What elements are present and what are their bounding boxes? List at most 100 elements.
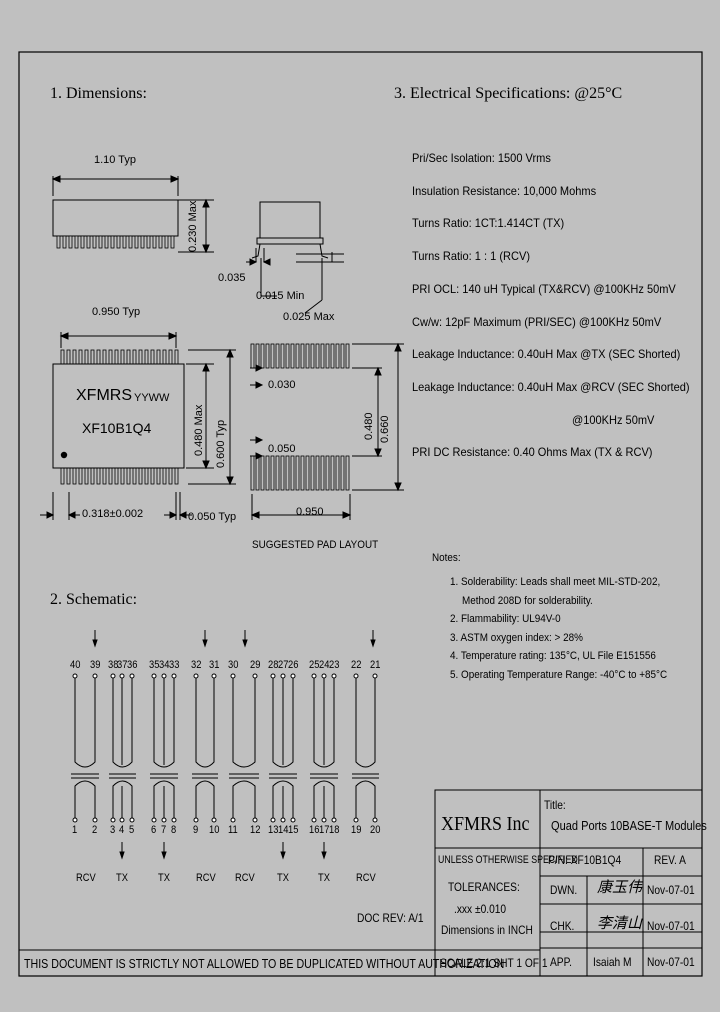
winding: [313, 755, 335, 768]
pin-node: [331, 817, 337, 823]
side-lead: [134, 235, 139, 249]
side-lead: [146, 235, 151, 249]
pin-node: [110, 817, 116, 823]
top-lead: [174, 467, 179, 485]
top-lead: [102, 467, 107, 485]
pin-label-top: 37: [117, 659, 128, 671]
pad: [305, 343, 310, 369]
pin-label-bottom: 13: [268, 824, 279, 836]
winding: [195, 755, 215, 768]
pin-node: [119, 817, 125, 823]
dim-0-480: 0.480: [363, 412, 375, 440]
side-lead: [170, 235, 175, 249]
pin-node: [129, 673, 135, 679]
electrical-heading: 3. Electrical Specifications: @25°C: [394, 85, 623, 102]
note-item: 1. Solderability: Leads shall meet MIL-S…: [450, 576, 661, 588]
arrow-head: [92, 639, 98, 648]
pin-label-bottom: 19: [351, 824, 362, 836]
dim-0-318: 0.318±0.002: [82, 508, 144, 520]
side-lead: [98, 235, 103, 249]
top-lead: [96, 349, 101, 365]
pad: [335, 455, 340, 491]
top-lead: [108, 349, 113, 365]
top-lead: [132, 467, 137, 485]
dim-0-950: 0.950: [296, 506, 324, 518]
pin-node: [92, 673, 98, 679]
top-lead: [114, 349, 119, 365]
pad: [340, 455, 345, 491]
pin-node: [311, 817, 317, 823]
top-lead: [66, 349, 71, 365]
pin-label-top: 23: [329, 659, 340, 671]
top-lead: [168, 467, 173, 485]
pin-node: [321, 817, 327, 823]
approved-label: APP.: [550, 955, 572, 969]
pad: [305, 455, 310, 491]
tolerance-value: .xxx ±0.010: [454, 902, 507, 916]
spec-line: @100KHz 50mV: [572, 412, 655, 427]
pad: [280, 343, 285, 369]
winding: [74, 780, 96, 792]
pad: [330, 343, 335, 369]
winding: [112, 755, 133, 768]
pin-label-bottom: 6: [151, 824, 157, 836]
pin-label-top: 35: [149, 659, 160, 671]
pin-label-bottom: 14: [278, 824, 289, 836]
pin-label-bottom: 9: [193, 824, 199, 836]
side-lead: [116, 235, 121, 249]
schematic-linework: [71, 630, 379, 860]
winding: [355, 780, 376, 792]
side-lead: [68, 235, 73, 249]
winding: [195, 780, 215, 792]
top-lead: [144, 467, 149, 485]
schematic-heading: 2. Schematic:: [50, 591, 138, 608]
winding: [153, 755, 175, 768]
top-lead: [144, 349, 149, 365]
pad: [315, 343, 320, 369]
drawn-signature: 康玉伟: [597, 880, 643, 896]
side-view: [51, 175, 214, 254]
arrow-head: [321, 851, 327, 860]
side-lead: [164, 235, 169, 249]
pad: [330, 455, 335, 491]
pin-node: [321, 673, 327, 679]
pin-label-top: 24: [319, 659, 330, 671]
pin-label-top: 27: [278, 659, 289, 671]
winding: [313, 780, 335, 792]
pin-node: [230, 673, 236, 679]
pad: [315, 455, 320, 491]
pad-layout: [250, 342, 404, 520]
top-lead: [60, 467, 65, 485]
pad: [295, 455, 300, 491]
top-lead: [138, 349, 143, 365]
top-lead: [78, 349, 83, 365]
pin-label-bottom: 3: [110, 824, 116, 836]
pin-node: [211, 673, 217, 679]
pin-node: [290, 817, 296, 823]
top-lead: [108, 467, 113, 485]
pad: [285, 343, 290, 369]
pin-label-top: 22: [351, 659, 362, 671]
pad: [270, 455, 275, 491]
pad: [270, 343, 275, 369]
side-lead: [56, 235, 61, 249]
notes-title: Notes:: [432, 552, 461, 564]
winding: [272, 755, 294, 768]
channel-label: TX: [318, 872, 330, 884]
spec-line: PRI DC Resistance: 0.40 Ohms Max (TX & R…: [412, 445, 653, 460]
chip-part-number: XF10B1Q4: [82, 420, 152, 436]
note-item: 3. ASTM oxygen index: > 28%: [450, 631, 583, 644]
spec-line: Pri/Sec Isolation: 1500 Vrms: [412, 151, 551, 165]
top-lead: [132, 349, 137, 365]
arrow-head: [119, 851, 125, 860]
channel-label: TX: [116, 872, 128, 884]
winding: [112, 780, 133, 792]
dimensions-unit: Dimensions in INCH: [441, 923, 533, 937]
note-item: 2. Flammability: UL94V-0: [450, 613, 561, 625]
top-lead: [156, 349, 161, 365]
top-lead: [120, 349, 125, 365]
pad: [300, 343, 305, 369]
pad: [250, 343, 255, 369]
arrow-head: [370, 639, 376, 648]
side-lead: [140, 235, 145, 249]
